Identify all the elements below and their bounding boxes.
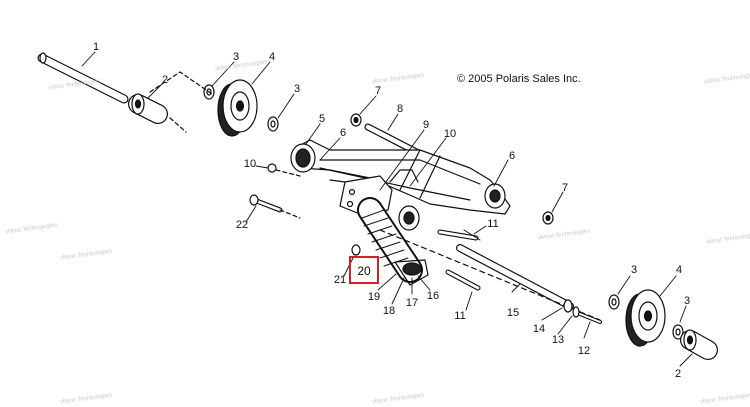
copyright-notice: © 2005 Polaris Sales Inc.: [457, 73, 581, 85]
suspension-arm-body: [290, 139, 511, 215]
part-4-wheel-top: [217, 79, 258, 137]
callout-2: 2: [674, 368, 682, 380]
part-21-nut: [351, 244, 361, 256]
callout-12: 12: [577, 345, 591, 357]
callout-3: 3: [293, 83, 301, 95]
callout-21: 21: [333, 274, 347, 286]
callout-7: 7: [374, 85, 382, 97]
shock-spring: [357, 197, 423, 283]
callout-22: 22: [235, 219, 249, 231]
part-2-bushing-bottom: [680, 329, 718, 360]
callout-6: 6: [508, 150, 516, 162]
part-1-shaft: [37, 52, 129, 104]
callout-11: 11: [454, 310, 466, 322]
callout-4: 4: [268, 51, 276, 63]
callout-3: 3: [630, 264, 638, 276]
alignment-line-top: [149, 71, 213, 95]
callout-13: 13: [551, 334, 565, 346]
callout-8: 8: [396, 103, 404, 115]
leader-lines: [81, 51, 693, 367]
shock-lower-mount: [394, 205, 429, 286]
callout-15: 15: [506, 307, 520, 319]
part-3-washer-top-right: [267, 116, 279, 132]
highlighted-callout-label: 20: [357, 264, 371, 278]
callout-19: 19: [367, 291, 381, 303]
callout-17: 17: [405, 297, 419, 309]
part-13-washer: [572, 306, 580, 318]
callout-4: 4: [675, 264, 683, 276]
callout-10: 10: [243, 158, 257, 170]
part-3-washer-top-left: [203, 84, 215, 100]
callout-5: 5: [318, 113, 326, 125]
part-7-nut-top: [350, 113, 362, 127]
highlighted-callout-20[interactable]: 20: [349, 256, 379, 284]
part-11-bolt-upper: [437, 229, 481, 241]
callout-14: 14: [532, 323, 546, 335]
part-4-wheel-bottom: [625, 289, 666, 347]
callout-18: 18: [382, 305, 396, 317]
callout-16: 16: [426, 290, 440, 302]
part-15-axle: [379, 229, 601, 321]
part-7-nut-right: [542, 211, 554, 225]
part-12-bolt: [578, 312, 602, 324]
callout-3: 3: [683, 295, 691, 307]
part-3-washer-bottom-left: [608, 294, 620, 310]
part-3-washer-bottom-right: [672, 324, 684, 340]
part-22-bolt: [249, 194, 301, 219]
callout-11: 11: [487, 218, 499, 230]
callout-6: 6: [339, 127, 347, 139]
callout-1: 1: [92, 41, 100, 53]
part-2-bushing-top: [128, 93, 168, 124]
callout-7: 7: [561, 182, 569, 194]
callout-9: 9: [422, 119, 430, 131]
part-11-bolt-lower: [445, 269, 481, 291]
callout-2: 2: [161, 74, 169, 86]
callout-3: 3: [232, 51, 240, 63]
callout-10: 10: [443, 128, 457, 140]
part-14-washer: [563, 299, 573, 313]
